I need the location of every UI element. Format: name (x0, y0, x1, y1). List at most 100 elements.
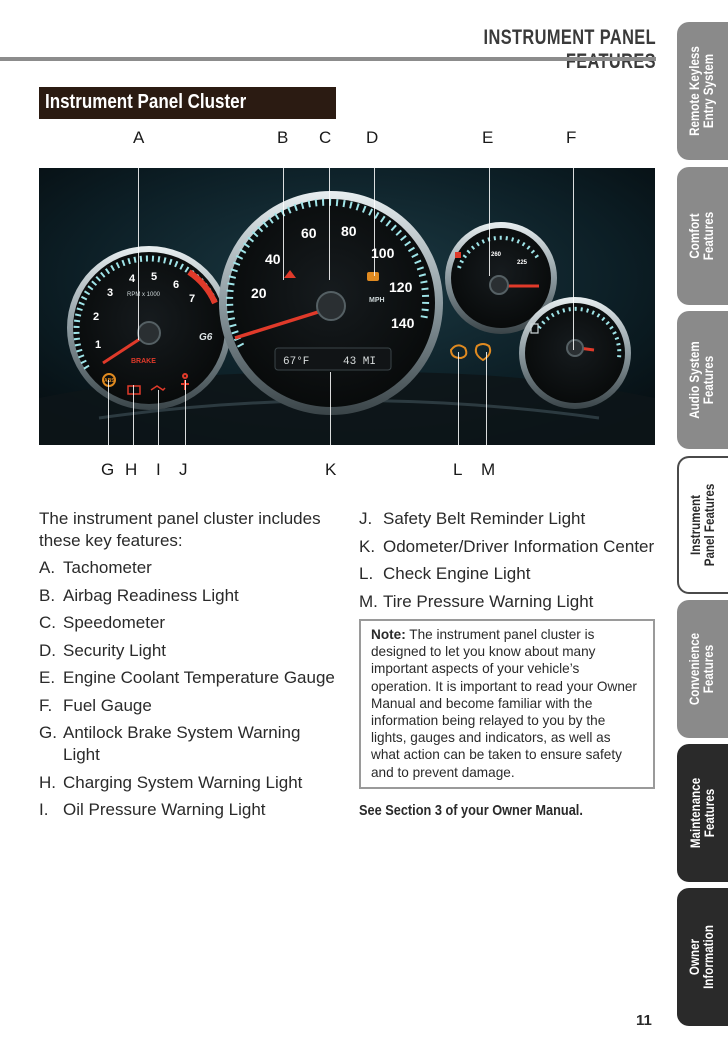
leader-line-d (374, 150, 375, 276)
tab-label-line2: Panel Features (702, 483, 718, 567)
callout-f: F (566, 128, 577, 147)
item-key: B. (39, 585, 56, 605)
features-list-right: J.Safety Belt Reminder Light K. Odometer/… (359, 508, 659, 618)
callout-h: H (125, 460, 138, 479)
tab-label-line2: Information (701, 925, 717, 989)
leader-line-h (133, 385, 134, 460)
item-key: C. (39, 613, 56, 632)
item-key: M. (359, 591, 378, 611)
speedometer-needle (234, 306, 332, 340)
abs-light-icon (102, 373, 116, 387)
coolant-hub (489, 275, 509, 295)
note-box: Note: The instrument panel cluster is de… (359, 619, 655, 789)
leader-line-m (486, 352, 487, 460)
intro-text: The instrument panel cluster includes th… (39, 509, 321, 550)
item-key: A. (39, 558, 56, 577)
list-item: F.Fuel Gauge (39, 695, 339, 717)
list-item: I. Oil Pressure Warning Light (39, 799, 339, 821)
item-key: D. (39, 640, 56, 660)
leader-line-l (458, 352, 459, 460)
callout-l: L (453, 460, 463, 479)
leader-line-k (330, 372, 331, 460)
tachometer-redline (187, 269, 218, 305)
note-label: Note: (371, 627, 406, 642)
list-item: H.Charging System Warning Light (39, 772, 339, 794)
speed-num-60: 60 (301, 225, 317, 241)
instrument-cluster-photo: 1 2 3 4 5 6 7 RPM x 1000 BRAKE G6 ABS 20… (39, 168, 655, 445)
item-key: J. (359, 509, 373, 528)
callout-e: E (482, 128, 494, 147)
callout-m: M (481, 460, 496, 479)
g6-badge: G6 (199, 332, 213, 343)
callout-k: K (325, 460, 337, 479)
leader-line-f (573, 150, 574, 350)
leader-line-g (108, 380, 109, 460)
item-key: K. (359, 536, 376, 556)
list-item: K. Odometer/Driver Information Center (359, 536, 659, 558)
callout-g: G (101, 460, 115, 479)
tach-num-7: 7 (189, 293, 195, 305)
item-label: Oil Pressure Warning Light (63, 800, 266, 819)
list-item: E. Engine Coolant Temperature Gauge (39, 667, 339, 689)
item-label: Check Engine Light (383, 564, 531, 583)
tach-num-5: 5 (151, 271, 157, 283)
item-label: Tire Pressure Warning Light (383, 591, 594, 611)
dic-temperature: 67°F (283, 356, 309, 368)
tachometer-hub (137, 321, 161, 345)
speed-num-100: 100 (371, 245, 395, 261)
tach-num-2: 2 (93, 311, 99, 323)
tach-unit: RPM x 1000 (127, 292, 161, 298)
item-label: Speedometer (63, 613, 166, 632)
tab-label-line2: Features (701, 355, 717, 405)
list-item: C. Speedometer (39, 612, 339, 634)
item-key: H. (39, 772, 56, 792)
item-key: I. (39, 800, 49, 819)
brake-label: BRAKE (131, 358, 156, 365)
coolant-hot-icon (455, 252, 461, 258)
speed-num-140: 140 (391, 315, 415, 331)
tab-label-line2: Features (701, 644, 717, 694)
check-engine-light-icon (449, 344, 468, 360)
callout-a: A (133, 128, 145, 147)
callout-c: C (319, 128, 332, 147)
dic-miles: 43 MI (343, 356, 376, 368)
coolant-scale (457, 235, 541, 269)
leader-line-b (283, 150, 284, 280)
speed-num-40: 40 (265, 251, 281, 267)
list-item: J.Safety Belt Reminder Light (359, 508, 659, 530)
item-label: Engine Coolant Temperature Gauge (63, 668, 335, 687)
battery-light-icon (127, 385, 141, 395)
page-header-title: INSTRUMENT PANEL FEATURES (483, 26, 656, 73)
page-number: 11 (636, 1012, 652, 1029)
tach-num-1: 1 (95, 339, 101, 351)
see-section-reference: See Section 3 of your Owner Manual. (359, 802, 583, 819)
item-label: Security Light (63, 640, 166, 660)
callout-j: J (179, 460, 188, 479)
abs-light-text: ABS (104, 378, 115, 384)
list-item: L.Check Engine Light (359, 563, 659, 585)
list-item: B. Airbag Readiness Light (39, 585, 339, 607)
speed-num-20: 20 (251, 285, 267, 301)
callout-b: B (277, 128, 289, 147)
item-label: Odometer/Driver Information Center (383, 536, 655, 556)
item-label: Fuel Gauge (63, 695, 152, 715)
features-list-left: The instrument panel cluster includes th… (39, 508, 339, 827)
header-rule (0, 57, 656, 61)
section-title: Instrument Panel Cluster (45, 91, 247, 113)
fuel-pump-icon (530, 323, 539, 334)
item-label: Airbag Readiness Light (63, 585, 239, 605)
item-key: E. (39, 668, 56, 687)
leader-line-j (185, 380, 186, 460)
